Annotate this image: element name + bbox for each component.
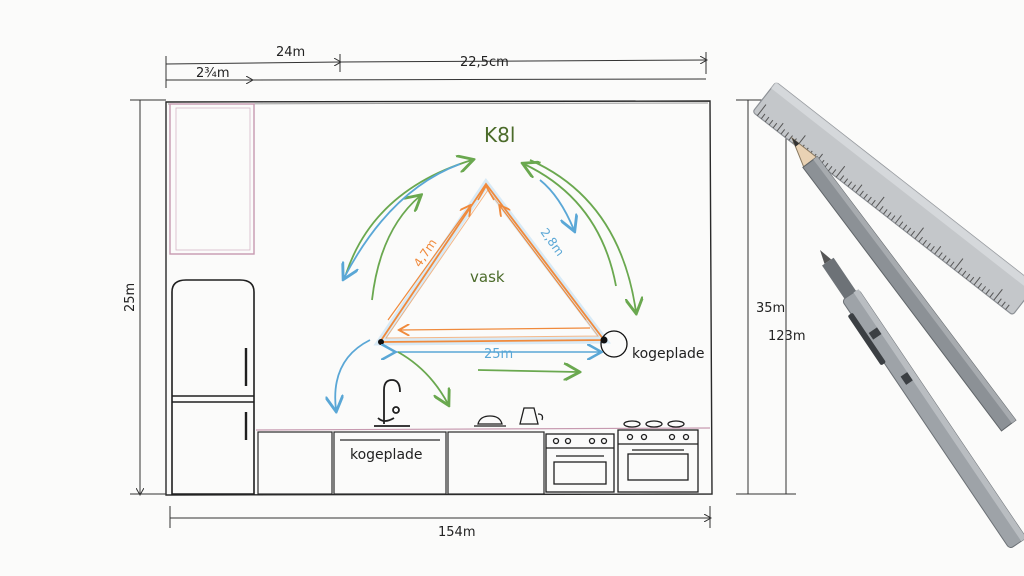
ruler-tick <box>914 227 924 240</box>
dim-left-height: 25m <box>123 283 138 312</box>
triangle-center-label: vask <box>470 268 505 286</box>
ruler-tick <box>898 221 904 227</box>
work-triangle <box>373 177 628 358</box>
ruler-tick <box>871 199 876 206</box>
ruler-tick <box>839 175 845 181</box>
ruler-tick <box>784 132 790 138</box>
ruler-tick <box>879 206 884 212</box>
ruler-tick <box>768 119 774 126</box>
ruler-tick <box>981 286 987 292</box>
ruler-tick <box>1001 301 1006 307</box>
ruler-tick <box>953 258 964 270</box>
faucet <box>374 379 410 427</box>
ruler-tick <box>756 104 767 116</box>
dim-top-small: 2¾m <box>196 66 230 81</box>
oven-left <box>545 433 615 493</box>
ruler-tick <box>930 246 935 252</box>
counter-appliances <box>474 407 544 427</box>
ruler-tick <box>776 122 784 132</box>
ruler-tick <box>934 245 942 255</box>
ruler-tick <box>843 178 849 184</box>
ruler-tick <box>883 209 888 215</box>
ruler-tick <box>902 224 908 230</box>
ruler-tick <box>973 276 981 286</box>
ruler-tick <box>886 212 892 218</box>
ruler-tick <box>969 276 975 283</box>
ruler-tick <box>1005 304 1010 310</box>
dim-bottom-width: 154m <box>438 525 475 540</box>
wall-cabinet <box>169 103 255 255</box>
ruler-tick <box>894 215 902 224</box>
dim-right-height-1: 35m <box>756 301 785 316</box>
triangle-apex-label: K8l <box>484 123 515 147</box>
ruler-tick <box>918 236 923 243</box>
ruler-tick <box>938 252 943 258</box>
ruler-tick <box>764 116 770 123</box>
dim-top-upper: 24m <box>276 45 305 60</box>
ruler-tick <box>993 288 1003 301</box>
ruler-tick <box>957 267 963 273</box>
ruler-tick <box>922 239 927 246</box>
ruler <box>753 81 1024 315</box>
pen <box>820 250 1024 549</box>
dim-top-right: 22,5cm <box>460 55 509 70</box>
ruler-tick <box>910 230 916 237</box>
dimension-lines <box>130 52 796 528</box>
ruler-tick <box>827 166 833 172</box>
ruler-tick <box>950 261 955 267</box>
flow-arrows <box>335 160 636 410</box>
dim-right-height-2: 123m <box>768 329 805 344</box>
ruler-tick <box>942 255 947 261</box>
ruler-tick <box>890 215 896 221</box>
ruler-tick <box>989 292 994 298</box>
ruler-tick <box>835 165 846 178</box>
triangle-base-label: 25m <box>484 347 513 362</box>
ruler-tick <box>875 196 885 209</box>
ruler-tick <box>906 227 912 233</box>
ruler-tick <box>946 258 951 264</box>
ruler-tick <box>985 289 990 295</box>
ruler-tick <box>965 273 971 280</box>
ruler-tick <box>859 190 864 196</box>
ruler-tick <box>926 242 931 249</box>
ruler-tick <box>831 169 837 175</box>
ruler-tick <box>851 184 856 190</box>
ruler-tick <box>997 298 1002 304</box>
ruler-tick <box>760 113 766 120</box>
counter-cabinets <box>255 427 711 495</box>
triangle-corner-label: kogeplade <box>632 346 705 362</box>
stove-oven <box>617 420 699 493</box>
cabinet-label: kogeplade <box>350 447 423 463</box>
dimension-labels: 24m 2¾m 22,5cm 25m 35m 123m 154m <box>123 45 805 540</box>
ruler-tick <box>855 184 863 193</box>
ruler-tick <box>780 129 786 135</box>
ruler-tick <box>772 122 778 129</box>
fridge <box>171 279 255 495</box>
ruler-tick <box>788 135 793 141</box>
ruler-tick <box>863 193 868 200</box>
ruler-tick <box>867 196 872 203</box>
ruler-tick <box>977 282 983 289</box>
ruler-tick <box>847 181 853 187</box>
ruler-tick <box>961 270 967 277</box>
room-outline <box>165 100 713 496</box>
pencil <box>790 136 1017 432</box>
